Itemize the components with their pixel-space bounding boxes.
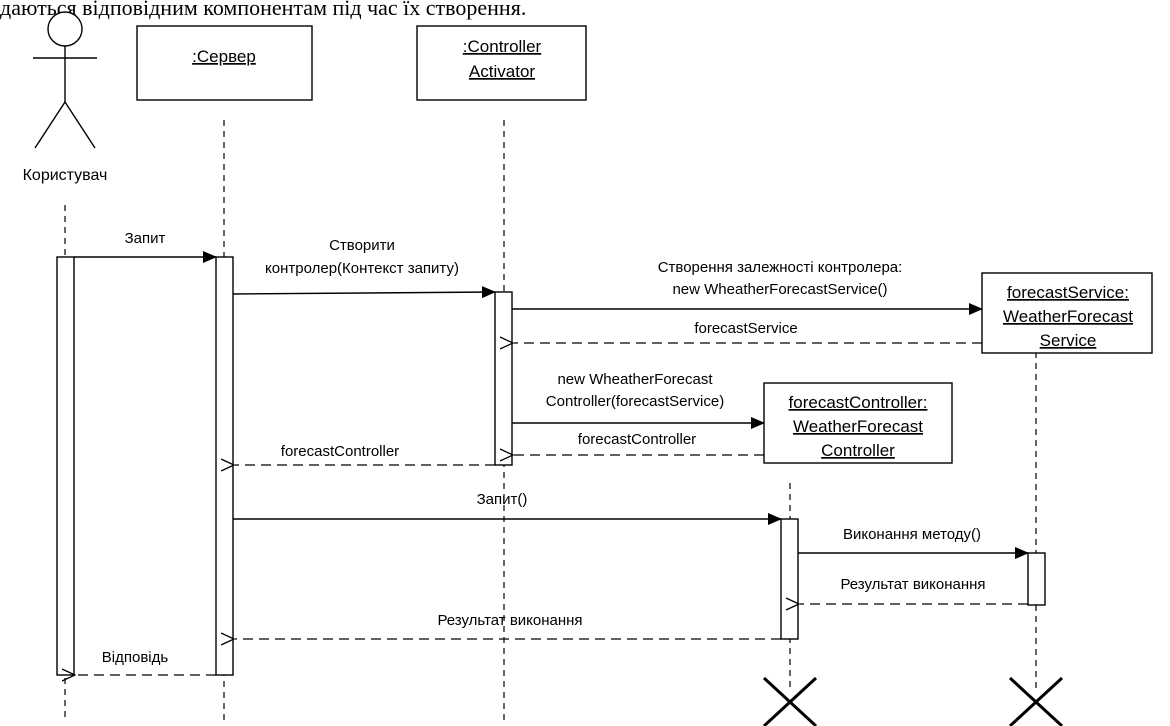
label-return-forecast-controller-inner: forecastController (578, 431, 696, 448)
label-return-service: forecastService (694, 320, 797, 337)
actor-user-label: Користувач (23, 167, 108, 184)
message-return-service: forecastService (514, 320, 982, 343)
destroy-forecast-service-icon (1008, 676, 1064, 726)
label-create-service-line1: Створення залежності контролера: (658, 259, 903, 276)
activator-label-line1: :Controller (463, 37, 542, 56)
server-box (136, 25, 313, 101)
forecast-controller-label-line1: forecastController: (789, 393, 928, 412)
message-execution-result: Результат виконання (235, 612, 781, 639)
label-execution-result-inner: Результат виконання (840, 576, 985, 593)
activation-activator (494, 291, 513, 466)
actor-user: Користувач (23, 11, 108, 184)
forecast-service-box (981, 272, 1153, 354)
forecast-controller-label-line2: WeatherForecast (793, 417, 923, 436)
label-return-forecast-controller: forecastController (281, 443, 399, 460)
label-execute-method: Виконання методу() (843, 526, 981, 543)
forecast-service-label-line2: WeatherForecast (1003, 307, 1133, 326)
participant-controller-activator: :Controller Activator (416, 25, 587, 101)
participant-forecast-service: forecastService: WeatherForecast Service (981, 272, 1153, 354)
forecast-controller-box (763, 382, 953, 464)
participant-forecast-controller: forecastController: WeatherForecast Cont… (763, 382, 953, 464)
activation-user (56, 256, 75, 676)
message-execute-method: Виконання методу() (798, 526, 1029, 559)
message-response: Відповідь (76, 649, 216, 675)
actor-left-leg (34, 101, 66, 149)
destroy-forecast-controller-icon (762, 676, 818, 726)
server-label: :Сервер (192, 47, 256, 66)
label-create-forecast-controller-line2: Controller(forecastService) (546, 393, 724, 410)
activator-box (416, 25, 587, 101)
page-caption: даються відповідним компонентам під час … (0, 0, 526, 20)
message-return-forecast-controller: forecastController (235, 443, 495, 465)
actor-right-leg (64, 101, 96, 149)
participant-server: :Сервер (136, 25, 313, 101)
actor-head (47, 11, 83, 47)
message-create-controller: Створити контролер(Контекст запиту) (232, 237, 496, 299)
message-create-forecast-controller: new WheatherForecast Controller(forecast… (512, 371, 765, 429)
label-execution-result: Результат виконання (437, 612, 582, 629)
message-create-service: Створення залежності контролера: new Whe… (512, 259, 983, 315)
activation-forecast-service (1027, 552, 1046, 606)
label-create-forecast-controller-line1: new WheatherForecast (557, 371, 713, 388)
forecast-controller-label-line3: Controller (821, 441, 895, 460)
arrow-create-controller (232, 286, 496, 299)
message-execution-result-inner: Результат виконання (800, 576, 1028, 604)
message-request: Запит (74, 230, 217, 263)
label-create-service-line2: new WheatherForecastService() (672, 281, 887, 298)
forecast-service-label-line1: forecastService: (1007, 283, 1129, 302)
activation-server (215, 256, 234, 676)
label-create-controller-line1: Створити (329, 237, 395, 254)
forecast-service-label-line3: Service (1040, 331, 1097, 350)
message-call: Запит() (233, 491, 782, 525)
activator-label-line2: Activator (469, 62, 535, 81)
label-create-controller-line2: контролер(Контекст запиту) (265, 260, 459, 277)
message-return-forecast-controller-inner: forecastController (514, 431, 764, 455)
label-call: Запит() (477, 491, 528, 508)
label-response: Відповідь (102, 649, 169, 666)
label-request: Запит (125, 230, 166, 247)
activation-forecast-controller (780, 518, 799, 640)
